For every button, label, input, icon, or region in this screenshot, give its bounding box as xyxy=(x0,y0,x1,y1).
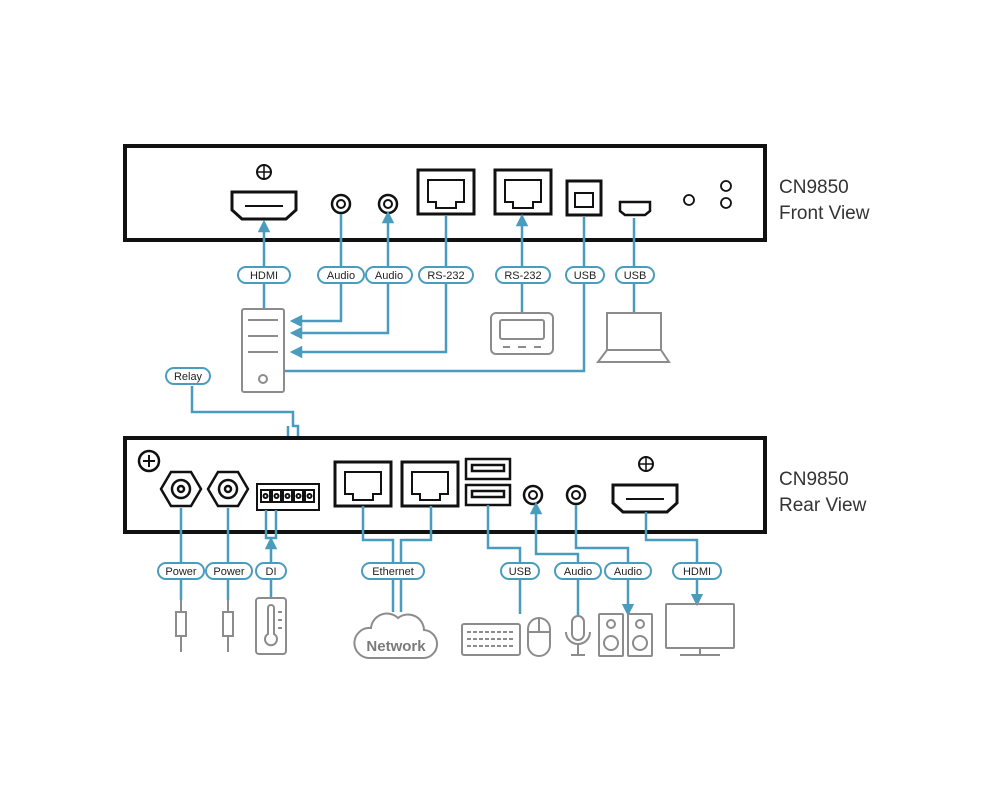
svg-text:Network: Network xyxy=(366,638,426,655)
rear-model: CN9850 xyxy=(779,469,849,490)
svg-text:HDMI: HDMI xyxy=(250,270,278,282)
terminal-block xyxy=(256,483,320,511)
rear-audio-jack-2 xyxy=(565,484,587,506)
label-rear-power-2: Power xyxy=(205,562,253,580)
label-rear-power-1: Power xyxy=(157,562,205,580)
svg-text:Audio: Audio xyxy=(614,566,642,578)
svg-text:RS-232: RS-232 xyxy=(504,270,541,282)
svg-text:Audio: Audio xyxy=(564,566,592,578)
front-model: CN9850 xyxy=(779,177,849,198)
rear-hdmi-port xyxy=(611,456,679,514)
label-rear-ethernet: Ethernet xyxy=(361,562,425,580)
mouse-icon xyxy=(527,617,551,657)
front-micro-usb-port xyxy=(618,200,652,217)
network-cloud-icon: Network xyxy=(353,612,439,660)
microphone-icon xyxy=(565,615,591,656)
pc-tower-icon xyxy=(241,308,285,393)
speakers-icon xyxy=(598,613,653,657)
svg-text:Relay: Relay xyxy=(174,371,203,383)
label-rear-audio-2: Audio xyxy=(604,562,652,580)
serial-console-icon xyxy=(490,312,554,355)
rear-view: Rear View xyxy=(779,495,867,516)
svg-text:Audio: Audio xyxy=(375,270,403,282)
svg-text:RS-232: RS-232 xyxy=(427,270,464,282)
power-jack-1 xyxy=(159,470,203,508)
svg-text:USB: USB xyxy=(624,270,647,282)
rear-panel xyxy=(123,436,767,534)
thermometer-icon xyxy=(255,597,287,655)
label-relay: Relay xyxy=(165,367,211,385)
front-usb-b-port xyxy=(565,179,603,217)
front-led-1 xyxy=(683,194,695,206)
svg-text:DI: DI xyxy=(266,566,277,578)
label-front-rs232-1: RS-232 xyxy=(418,266,474,284)
ground-screw-icon xyxy=(137,449,161,473)
svg-text:Power: Power xyxy=(165,566,197,578)
label-front-usb-2: USB xyxy=(615,266,655,284)
front-led-2 xyxy=(720,180,732,192)
svg-text:Audio: Audio xyxy=(327,270,355,282)
label-rear-hdmi: HDMI xyxy=(672,562,722,580)
svg-text:USB: USB xyxy=(509,566,532,578)
front-device-label: CN9850 Front View xyxy=(779,175,869,227)
svg-text:Ethernet: Ethernet xyxy=(372,566,414,578)
front-view: Front View xyxy=(779,203,870,224)
power-jack-2 xyxy=(206,470,250,508)
power-plug-icon-2 xyxy=(222,600,234,652)
label-rear-audio-1: Audio xyxy=(554,562,602,580)
label-front-audio-1: Audio xyxy=(317,266,365,284)
svg-text:USB: USB xyxy=(574,270,597,282)
front-led-3 xyxy=(720,197,732,209)
label-front-rs232-2: RS-232 xyxy=(495,266,551,284)
label-front-audio-2: Audio xyxy=(365,266,413,284)
label-rear-usb: USB xyxy=(500,562,540,580)
svg-text:HDMI: HDMI xyxy=(683,566,711,578)
label-rear-di: DI xyxy=(255,562,287,580)
rear-device-label: CN9850 Rear View xyxy=(779,467,866,519)
front-rs232-port-1 xyxy=(416,168,476,216)
laptop-icon xyxy=(596,312,671,363)
label-front-hdmi: HDMI xyxy=(237,266,291,284)
front-audio-jack-1 xyxy=(330,193,352,215)
front-hdmi-port xyxy=(230,164,298,221)
label-front-usb-1: USB xyxy=(565,266,605,284)
keyboard-icon xyxy=(461,623,521,656)
power-plug-icon-1 xyxy=(175,600,187,652)
monitor-icon xyxy=(665,603,735,656)
svg-text:Power: Power xyxy=(213,566,245,578)
